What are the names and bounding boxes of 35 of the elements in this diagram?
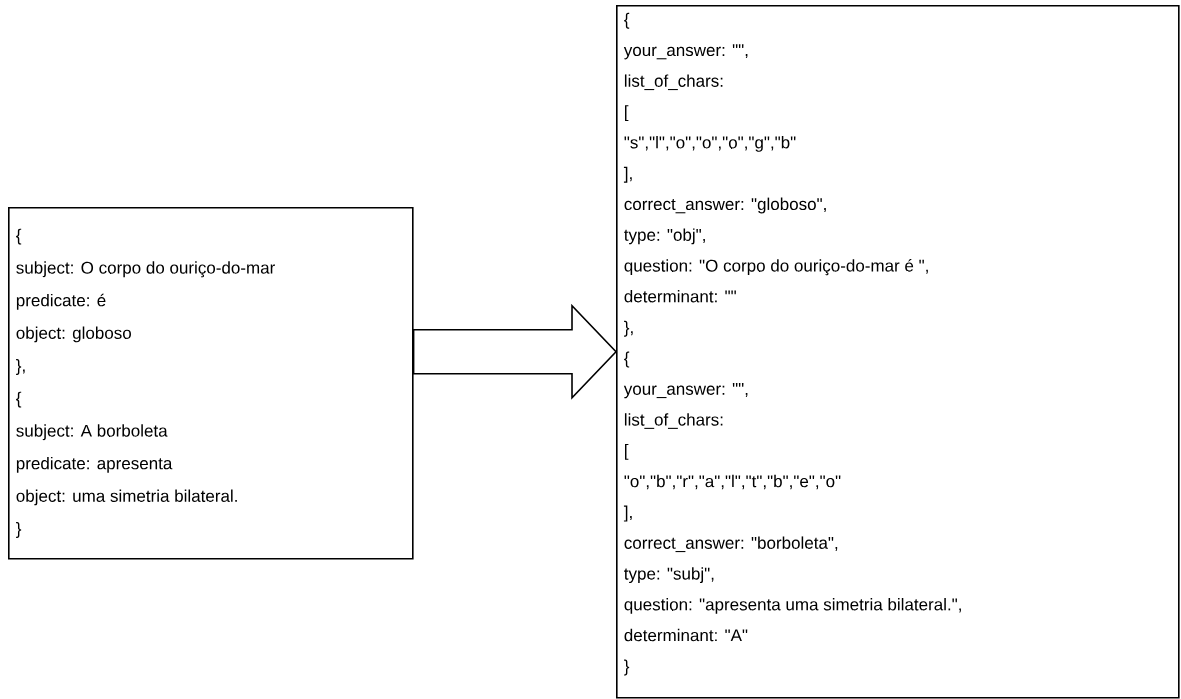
code-line: predicate: apresenta <box>16 456 173 473</box>
code-line: { <box>16 228 22 245</box>
text-box <box>616 5 1180 699</box>
code-line: question: "apresenta uma simetria bilateral.", <box>624 598 961 614</box>
code-line: }, <box>624 320 633 337</box>
code-line: predicate: é <box>16 293 106 310</box>
code-line: "o","b","r","a","l","t","b","e","o" <box>624 474 841 490</box>
code-line: type: "obj", <box>624 228 705 245</box>
code-line: { <box>624 12 630 29</box>
code-line: object: globoso <box>16 326 131 343</box>
text-box <box>8 207 414 560</box>
code-line: subject: A borboleta <box>16 424 168 441</box>
code-line: [ <box>625 105 629 122</box>
code-line: list_of_chars: <box>624 74 723 91</box>
code-line: [ <box>625 444 629 460</box>
code-line: your_answer: "", <box>623 44 748 60</box>
code-line: ], <box>623 166 632 183</box>
code-line: question: "O corpo do ouriço-do-mar é ", <box>624 259 928 276</box>
block-arrow <box>412 303 618 400</box>
code-line: ], <box>623 505 632 522</box>
code-line: }, <box>16 359 25 375</box>
code-line: correct_answer: "globoso", <box>624 197 826 214</box>
code-line: type: "subj", <box>624 567 714 584</box>
code-line: your_answer: "", <box>623 383 748 399</box>
code-line: subject: O corpo do ouriço-do-mar <box>16 261 275 278</box>
code-line: correct_answer: "borboleta", <box>624 536 838 553</box>
code-line: } <box>16 522 22 538</box>
code-line: determinant: "A" <box>624 628 748 642</box>
code-line: list_of_chars: <box>624 413 723 429</box>
code-line: object: uma simetria bilateral. <box>16 489 237 506</box>
code-line: determinant: "" <box>624 290 736 303</box>
code-line: } <box>624 659 630 676</box>
code-line: "s","l","o","o","o","g","b" <box>624 136 796 152</box>
code-line: { <box>624 351 630 368</box>
code-line: { <box>16 391 22 408</box>
